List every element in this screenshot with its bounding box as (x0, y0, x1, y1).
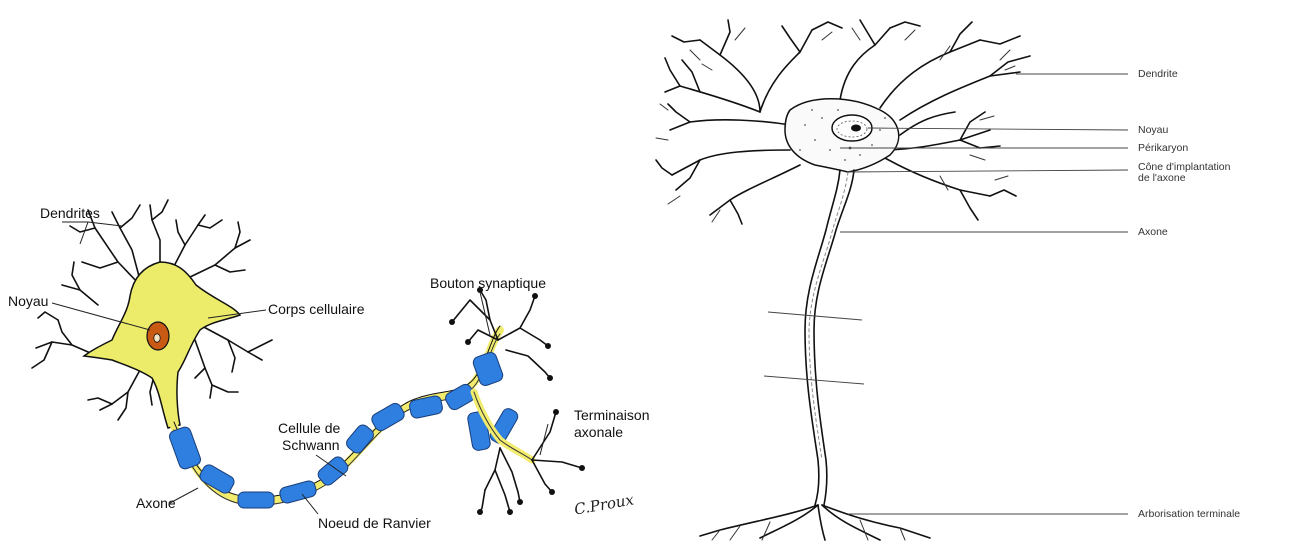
label-cellule-schwann-2: Schwann (282, 437, 340, 453)
label-noyau-right: Noyau (1138, 124, 1169, 136)
nucleolus (154, 334, 160, 342)
label-terminaison-2: axonale (574, 424, 623, 440)
myelin-sheaths (168, 351, 520, 508)
label-noyau: Noyau (8, 293, 48, 309)
nucleolus-line (851, 125, 861, 132)
label-bouton-synaptique: Bouton synaptique (430, 275, 546, 291)
axon-line (805, 170, 840, 505)
label-dendrites: Dendrites (40, 205, 100, 221)
label-terminaison-1: Terminaison (574, 407, 649, 423)
label-arborisation: Arborisation terminale (1138, 508, 1240, 520)
neuron-diagram-color: Dendrites Noyau Corps cellulaire Bouton … (8, 200, 649, 531)
label-corps-cellulaire: Corps cellulaire (268, 301, 365, 317)
label-dendrite: Dendrite (1138, 68, 1178, 80)
neuron-diagram-line: Dendrite Noyau Périkaryon Cône d'implant… (656, 20, 1240, 540)
label-axone: Axone (136, 495, 176, 511)
label-cone-2: de l'axone (1138, 172, 1186, 184)
label-axone-right: Axone (1138, 226, 1168, 238)
terminal-arborisation (700, 505, 930, 540)
left-leader-lines (52, 222, 548, 514)
label-noeud-ranvier: Noeud de Ranvier (318, 515, 431, 531)
label-cellule-schwann-1: Cellule de (278, 420, 340, 436)
label-perikaryon: Périkaryon (1138, 142, 1188, 154)
label-signature: C.Proux (573, 490, 636, 518)
